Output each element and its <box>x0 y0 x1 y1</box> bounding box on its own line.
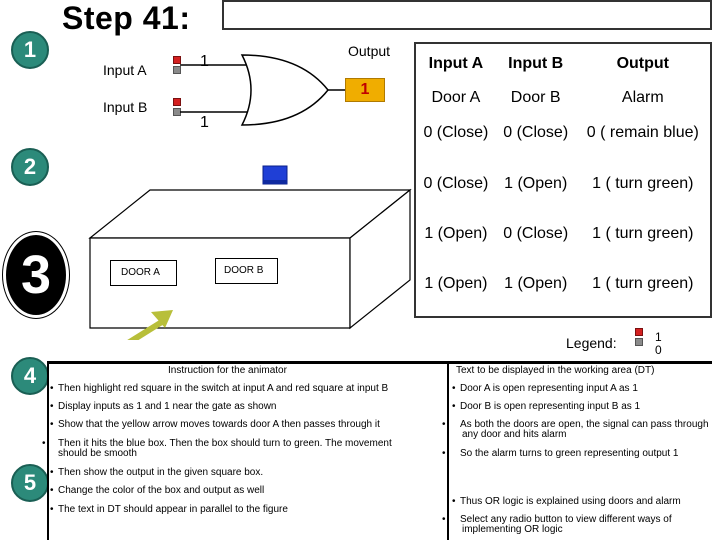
table-cell: 0 (Close) <box>423 175 489 192</box>
door-scene <box>88 165 412 340</box>
table-cell: 1 ( turn green) <box>592 225 694 242</box>
list-item: •Select any radio button to view differe… <box>442 514 672 535</box>
left-column-header: Instruction for the animator <box>168 365 287 376</box>
list-item: •As both the doors are open, the signal … <box>442 419 709 440</box>
step-4-badge: 4 <box>11 357 49 395</box>
table-cell: 1 (Open) <box>504 175 568 192</box>
dt-text: Thus OR logic is explained using doors a… <box>460 496 681 507</box>
table-header-row: Input A Input B Output <box>416 44 710 80</box>
table-row: 1 (Open) 1 (Open) 1 ( turn green) <box>416 266 710 316</box>
step-3-badge: 3 <box>3 232 69 318</box>
page-title: Step 41: <box>62 0 191 36</box>
door-a: DOOR A <box>110 260 177 286</box>
list-item: •Then show the output in the given squar… <box>50 467 264 478</box>
switch-on-square <box>635 328 643 336</box>
input-b-label: Input B <box>103 99 148 115</box>
input-a-label: Input A <box>103 62 147 78</box>
truth-table: Input A Input B Output Door A Door B Ala… <box>414 42 712 318</box>
instruction-text: Change the color of the box and output a… <box>58 485 265 496</box>
legend-switch-icon <box>635 328 643 346</box>
right-column-header: Text to be displayed in the working area… <box>456 365 655 376</box>
table-header-cell: Output <box>616 55 669 72</box>
legend-label: Legend: <box>566 335 617 351</box>
list-item: •Thus OR logic is explained using doors … <box>452 496 681 507</box>
instruction-text: Show that the yellow arrow moves towards… <box>58 419 380 430</box>
output-value-box: 1 <box>345 78 385 102</box>
list-item: •Then highlight red square in the switch… <box>50 383 389 394</box>
table-cell: 1 (Open) <box>424 225 488 242</box>
instruction-text: Then it hits the blue box. Then the box … <box>58 438 392 459</box>
or-gate-diagram <box>180 54 348 126</box>
table-cell: Door B <box>510 89 561 106</box>
legend-zero: 0 <box>655 343 662 357</box>
input-a-switch[interactable] <box>173 56 181 74</box>
legend-one: 1 <box>655 330 662 344</box>
table-cell: 0 (Close) <box>503 225 569 242</box>
table-cell: 1 (Open) <box>504 275 568 292</box>
instruction-divider <box>447 361 449 540</box>
title-input-box[interactable] <box>222 0 712 30</box>
dt-text: Door B is open representing input B as 1 <box>460 401 641 412</box>
table-cell: 1 (Open) <box>424 275 488 292</box>
switch-off-square[interactable] <box>173 66 181 74</box>
truth-table-grid: Input A Input B Output Door A Door B Ala… <box>416 44 710 316</box>
step-2-badge: 2 <box>11 148 49 186</box>
list-item: •Door A is open representing input A as … <box>452 383 638 394</box>
dt-text: So the alarm turns to green representing… <box>460 448 679 459</box>
table-row: Door A Door B Alarm <box>416 80 710 115</box>
instruction-text: The text in DT should appear in parallel… <box>58 504 288 515</box>
list-item: •The text in DT should appear in paralle… <box>50 504 288 515</box>
list-item: •So the alarm turns to green representin… <box>442 448 679 459</box>
instruction-panel <box>47 361 712 540</box>
table-header-cell: Input A <box>428 55 484 72</box>
instruction-text: Then show the output in the given square… <box>58 467 264 478</box>
step-1-badge: 1 <box>11 31 49 69</box>
input-a-value: 1 <box>200 53 209 70</box>
table-cell: 0 (Close) <box>503 124 569 141</box>
list-item: •Change the color of the box and output … <box>50 485 265 496</box>
table-cell: 1 ( turn green) <box>592 175 694 192</box>
table-cell: 0 (Close) <box>423 124 489 141</box>
table-row: 0 (Close) 1 (Open) 1 ( turn green) <box>416 166 710 216</box>
list-item: •Then it hits the blue box. Then the box… <box>42 438 392 459</box>
switch-off-square <box>635 338 643 346</box>
dt-text: Door A is open representing input A as 1 <box>460 383 638 394</box>
list-item: •Door B is open representing input B as … <box>452 401 641 412</box>
table-cell: Alarm <box>621 89 664 106</box>
table-header-cell: Input B <box>508 55 564 72</box>
step-5-badge: 5 <box>11 464 49 502</box>
table-row: 1 (Open) 0 (Close) 1 ( turn green) <box>416 216 710 266</box>
output-label: Output <box>348 43 391 59</box>
switch-on-square[interactable] <box>173 56 181 64</box>
dt-text: As both the doors are open, the signal c… <box>460 419 709 440</box>
switch-on-square[interactable] <box>173 98 181 106</box>
list-item: •Display inputs as 1 and 1 near the gate… <box>50 401 277 412</box>
instruction-text: Then highlight red square in the switch … <box>58 383 389 394</box>
table-cell: 1 ( turn green) <box>592 275 694 292</box>
list-item: •Show that the yellow arrow moves toward… <box>50 419 380 430</box>
table-row: 0 (Close) 0 (Close) 0 ( remain blue) <box>416 115 710 166</box>
table-cell: Door A <box>431 89 481 106</box>
instruction-text: Display inputs as 1 and 1 near the gate … <box>58 401 277 412</box>
dt-text: Select any radio button to view differen… <box>460 514 672 535</box>
input-b-value: 1 <box>200 114 209 131</box>
table-cell: 0 ( remain blue) <box>586 124 699 141</box>
door-b: DOOR B <box>215 258 278 284</box>
